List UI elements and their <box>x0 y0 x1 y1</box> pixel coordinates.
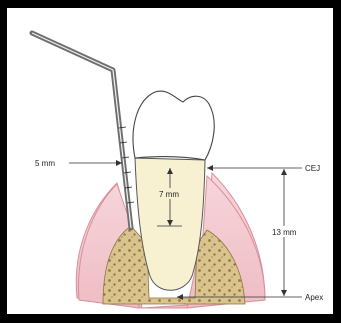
probe-depth-label: 5 mm <box>35 159 55 168</box>
cej-to-apex-label: 13 mm <box>272 228 297 237</box>
crown-to-bone-label: 7 mm <box>159 190 179 199</box>
diagram-canvas: 5 mm 7 mm 13 mm CEJ Apex <box>7 8 333 314</box>
diagram-panel: 5 mm 7 mm 13 mm CEJ Apex <box>7 8 333 314</box>
tooth-crown <box>133 91 214 160</box>
apex-label: Apex <box>305 293 323 302</box>
cej-label: CEJ <box>305 164 320 173</box>
